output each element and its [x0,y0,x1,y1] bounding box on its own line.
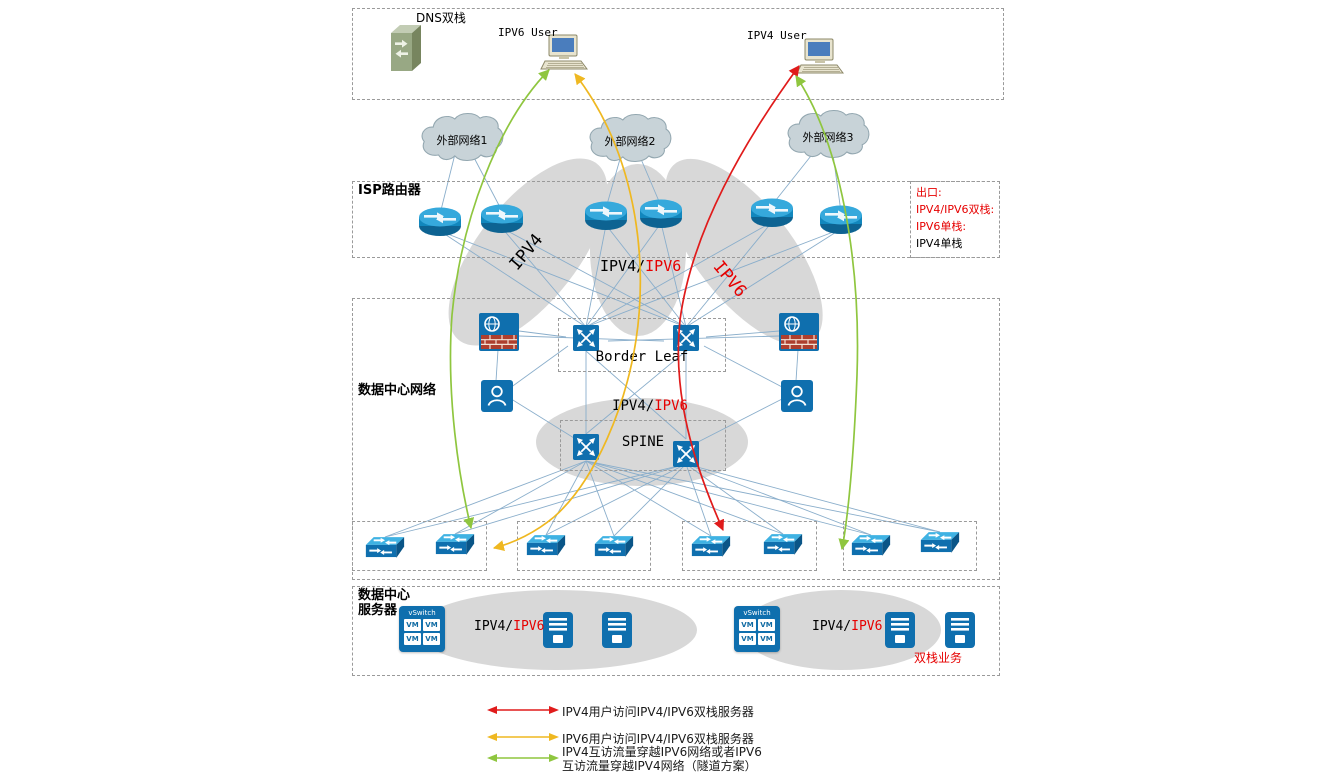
dual-stack-business-label: 双栈业务 [914,651,963,665]
vm-badge: VM [739,619,756,631]
border-leaf-switch-icon [673,325,699,351]
exit-legend: 出口: IPV4/IPV6双栈: IPV6单栈: IPV4单栈 [916,184,994,252]
dns-server-icon [388,24,424,72]
legend-text-green-line2: 互访流量穿越IPV4网络（隧道方案） [562,759,757,773]
router-icon [750,198,794,228]
server-group-1-label: IPV4/IPV6 [474,619,545,634]
server-group-2-label: IPV4/IPV6 [812,619,883,634]
vm-badge: VM [404,633,421,645]
isp-zone-label: ISP路由器 [358,183,421,198]
exit-legend-ipv6-only: IPV6单栈: [916,220,967,233]
router-icon [480,204,524,234]
vswitch-icon: vSwitch VM VM VM VM [734,606,780,652]
vswitch-label: vSwitch [743,609,771,617]
external-network-cloud-1: 外部网络1 [415,110,509,164]
vm-badge: VM [423,619,440,631]
servers-zone-box [352,586,1000,676]
legend-text-green-line1: IPV4互访流量穿越IPV6网络或者IPV6 [562,745,762,759]
leaf-switch-icon [920,531,960,554]
border-leaf-switch-icon [573,325,599,351]
border-leaf-label: Border Leaf [595,349,689,365]
external-network-cloud-2: 外部网络2 [583,111,677,165]
exit-legend-dual-stack: IPV4/IPV6双栈: [916,203,995,216]
server-icon [543,612,573,648]
firewall-icon [779,313,819,351]
vm-badge: VM [739,633,756,645]
load-balancer-icon [481,380,513,412]
leaf-switch-icon [851,534,891,557]
ipv6-user-label: IPV6 User [498,26,558,39]
leaf-switch-icon [763,533,803,556]
server-icon [602,612,632,648]
router-icon [819,205,863,235]
legend-arrow-green-icon [487,754,559,762]
leaf-switch-icon [526,534,566,557]
router-icon [584,201,628,231]
dc-network-zone-label: 数据中心网络 [358,383,437,398]
load-balancer-icon [781,380,813,412]
leaf-switch-icon [435,533,475,556]
exit-legend-ipv4-only: IPV4单栈 [916,237,963,250]
server-icon [945,612,975,648]
legend-arrow-red-icon [487,706,559,714]
vm-badge: VM [758,633,775,645]
spine-label: SPINE [621,434,665,450]
vswitch-label: vSwitch [408,609,436,617]
cloud-2-label: 外部网络2 [604,135,656,148]
dc-servers-zone-label: 数据中心 服务器 [358,588,411,618]
legend-text-yellow: IPV6用户访问IPV4/IPV6双栈服务器 [562,732,754,746]
leaf-switch-icon [365,536,405,559]
leaf-switch-icon [691,535,731,558]
vm-badge: VM [404,619,421,631]
dual-zone-label: IPV4/IPV6 [600,257,682,275]
exit-legend-title: 出口: [916,186,942,199]
ipv6-user-pc-icon [540,34,588,74]
legend-arrow-yellow-icon [487,733,559,741]
legend-text-red: IPV4用户访问IPV4/IPV6双栈服务器 [562,705,754,719]
cloud-3-label: 外部网络3 [802,131,854,144]
firewall-icon [479,313,519,351]
router-icon [418,207,462,237]
cloud-1-label: 外部网络1 [436,134,488,147]
leaf-switch-icon [594,535,634,558]
vm-badge: VM [423,633,440,645]
exit-legend-box [910,181,1000,258]
server-icon [885,612,915,648]
core-dual-stack-label: IPV4/IPV6 [612,398,688,414]
vm-badge: VM [758,619,775,631]
dns-label: DNS双栈 [416,11,466,25]
ipv4-user-pc-icon [796,38,844,78]
ipv4-user-label: IPV4 User [747,29,807,42]
external-network-cloud-3: 外部网络3 [781,107,875,161]
router-icon [639,199,683,229]
